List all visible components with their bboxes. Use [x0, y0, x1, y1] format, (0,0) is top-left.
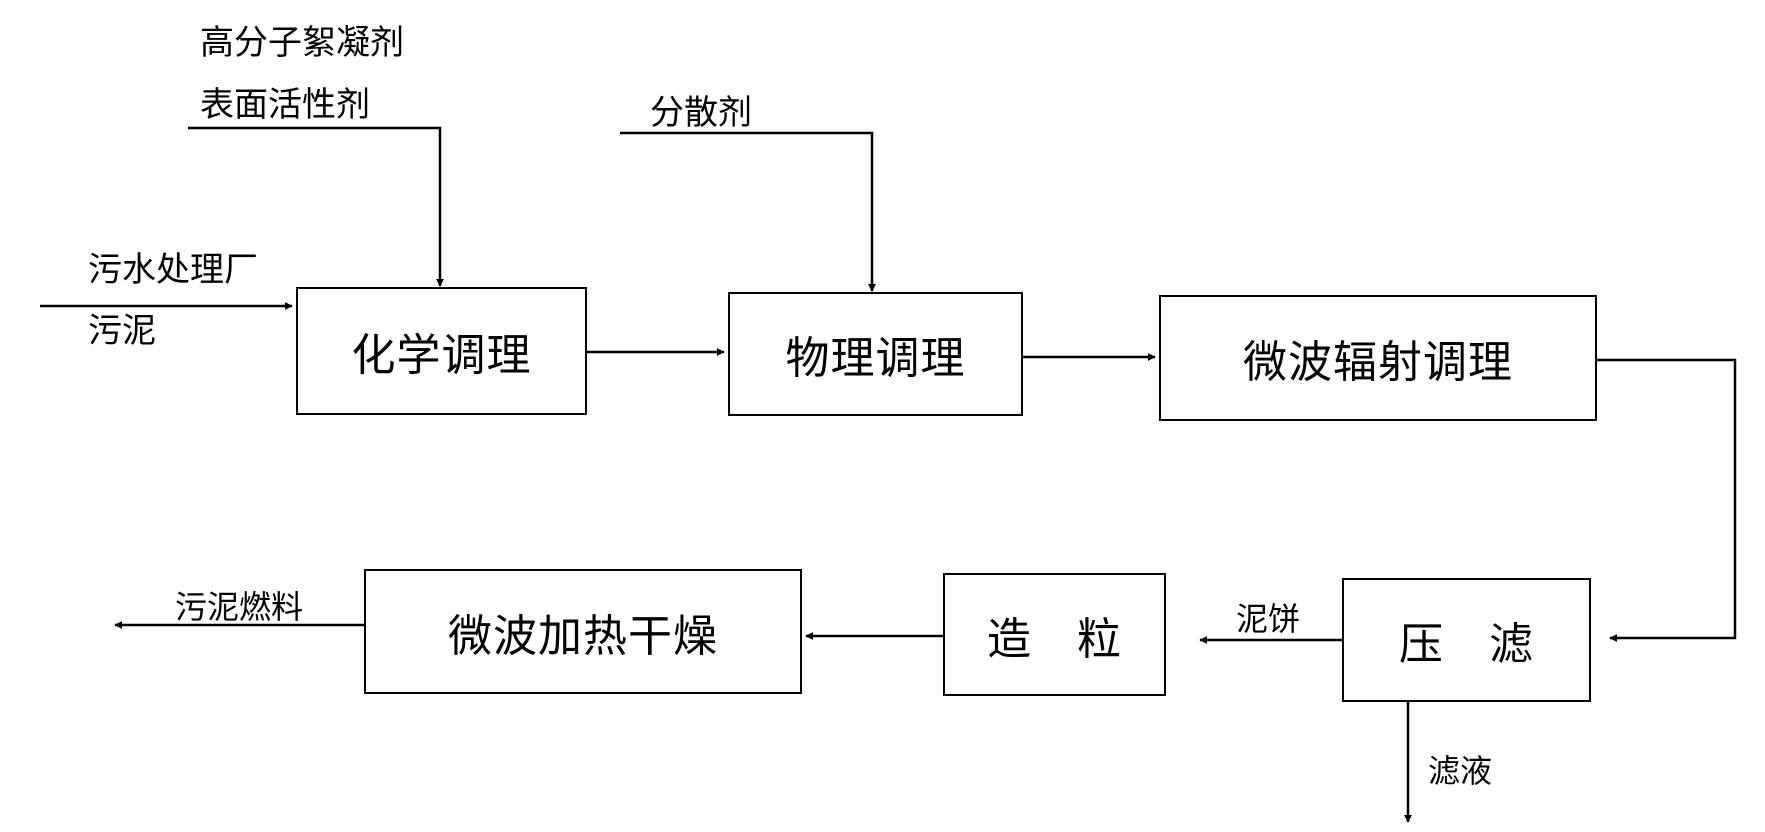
filtrate-label: 滤液 — [1428, 752, 1493, 790]
granulation-box: 造 粒 — [943, 573, 1166, 696]
sludge-fuel-label: 污泥燃料 — [175, 588, 304, 626]
arrow-microwave-to-filterpress — [1597, 358, 1737, 642]
mud-cake-label: 泥饼 — [1236, 600, 1301, 638]
microwave-drying-box: 微波加热干燥 — [364, 569, 802, 694]
physical-conditioning-box: 物理调理 — [728, 292, 1023, 416]
physical-conditioning-label: 物理调理 — [785, 333, 966, 384]
filter-press-label: 压 滤 — [1399, 619, 1534, 670]
dispersant-label: 分散剂 — [650, 93, 752, 133]
chemical-conditioning-box: 化学调理 — [296, 287, 587, 415]
filter-press-box: 压 滤 — [1342, 578, 1591, 702]
surfactant-label: 表面活性剂 — [200, 85, 370, 125]
microwave-radiation-label: 微波辐射调理 — [1243, 337, 1513, 388]
arrow-reagents-to-chemical — [188, 126, 444, 287]
sludge-source-label-line2: 污泥 — [88, 311, 156, 351]
sludge-source-label-line1: 污水处理厂 — [88, 250, 258, 290]
flocculant-label: 高分子絮凝剂 — [200, 23, 404, 63]
granulation-label: 造 粒 — [987, 613, 1122, 665]
microwave-radiation-box: 微波辐射调理 — [1159, 295, 1597, 421]
microwave-drying-label: 微波加热干燥 — [448, 610, 718, 662]
chemical-conditioning-label: 化学调理 — [351, 330, 532, 381]
arrow-dispersant-to-physical — [620, 131, 876, 292]
